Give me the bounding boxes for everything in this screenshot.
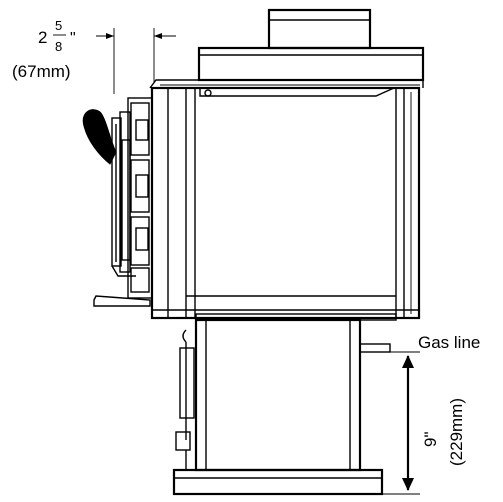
stove-body [150, 86, 421, 321]
flue-offset-numerator: 5 [55, 18, 62, 33]
door-assembly [111, 97, 153, 299]
flue-offset-whole: 2 [38, 28, 47, 47]
flue-offset-dimension [96, 28, 176, 94]
pedestal [175, 318, 362, 472]
flue-offset-inch-mark: " [70, 30, 76, 47]
flue-offset-denominator: 8 [55, 39, 62, 54]
flue-offset-metric: (67mm) [12, 62, 71, 81]
gas-line-label: Gas line [418, 333, 480, 352]
gas-line-stub [359, 343, 391, 353]
gas-line-height-dimension [360, 351, 420, 495]
top-plate [149, 46, 425, 89]
gas-line-height-metric: (229mm) [447, 398, 466, 466]
gas-line-height-imperial: 9" [421, 432, 440, 448]
flue-collar [267, 8, 372, 50]
base-plate [172, 468, 384, 496]
door-handle-icon [82, 109, 117, 165]
ash-lip [93, 295, 151, 307]
